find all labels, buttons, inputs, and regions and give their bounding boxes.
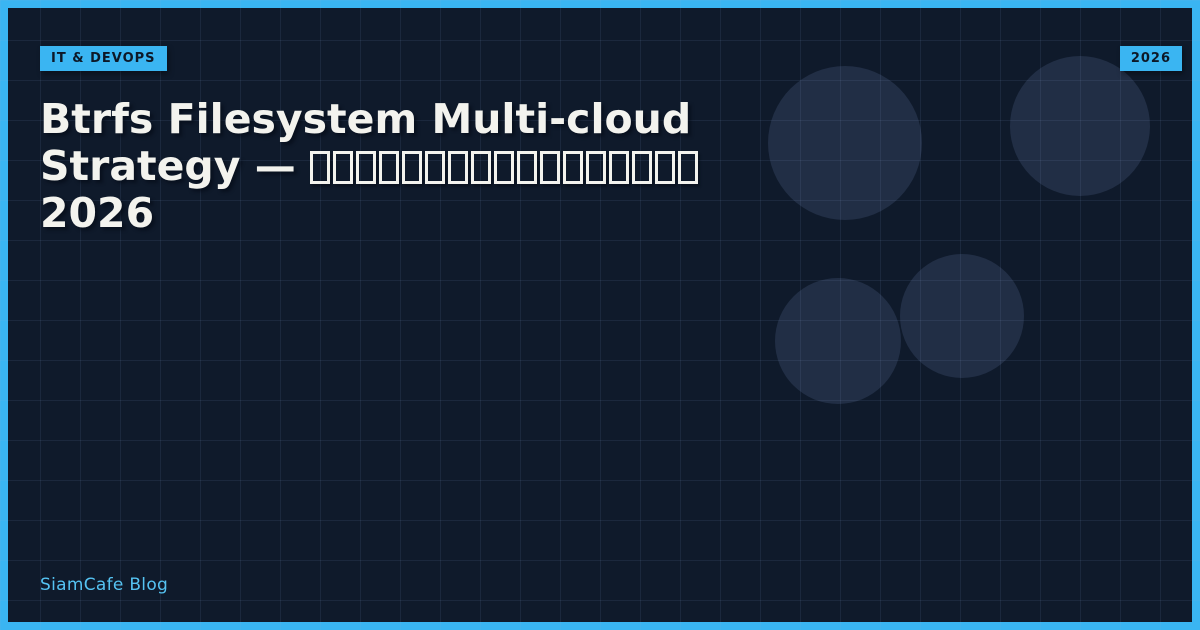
missing-glyph-box (379, 151, 400, 184)
page-title: Btrfs Filesystem Multi-cloud Strategy — … (40, 96, 1100, 237)
category-badge: IT & DEVOPS (40, 46, 167, 71)
decorative-circle (1010, 56, 1150, 196)
missing-glyph-box (356, 151, 377, 184)
missing-glyph-box (540, 151, 561, 184)
decorative-circle (900, 254, 1024, 378)
missing-glyph-box (425, 151, 446, 184)
year-badge-label: 2026 (1130, 51, 1171, 66)
category-badge-label: IT & DEVOPS (51, 51, 156, 66)
title-line-2-text: Strategy — (40, 142, 311, 190)
missing-glyph-box (448, 151, 469, 184)
missing-glyph-box (333, 151, 354, 184)
missing-glyph-box (517, 151, 538, 184)
missing-glyph-run (310, 142, 701, 190)
year-badge: 2026 (1119, 46, 1182, 71)
missing-glyph-box (655, 151, 676, 184)
missing-glyph-box (632, 151, 653, 184)
missing-glyph-box (310, 151, 331, 184)
site-name: SiamCafe Blog (40, 575, 169, 595)
decorative-circle (768, 66, 922, 220)
missing-glyph-box (402, 151, 423, 184)
missing-glyph-box (494, 151, 515, 184)
missing-glyph-box (586, 151, 607, 184)
title-line-2: Strategy — (40, 143, 1100, 190)
missing-glyph-box (563, 151, 584, 184)
title-line-1: Btrfs Filesystem Multi-cloud (40, 95, 692, 143)
missing-glyph-box (678, 151, 699, 184)
missing-glyph-box (471, 151, 492, 184)
missing-glyph-box (609, 151, 630, 184)
decorative-circle (775, 278, 901, 404)
title-line-3: 2026 (40, 189, 155, 237)
